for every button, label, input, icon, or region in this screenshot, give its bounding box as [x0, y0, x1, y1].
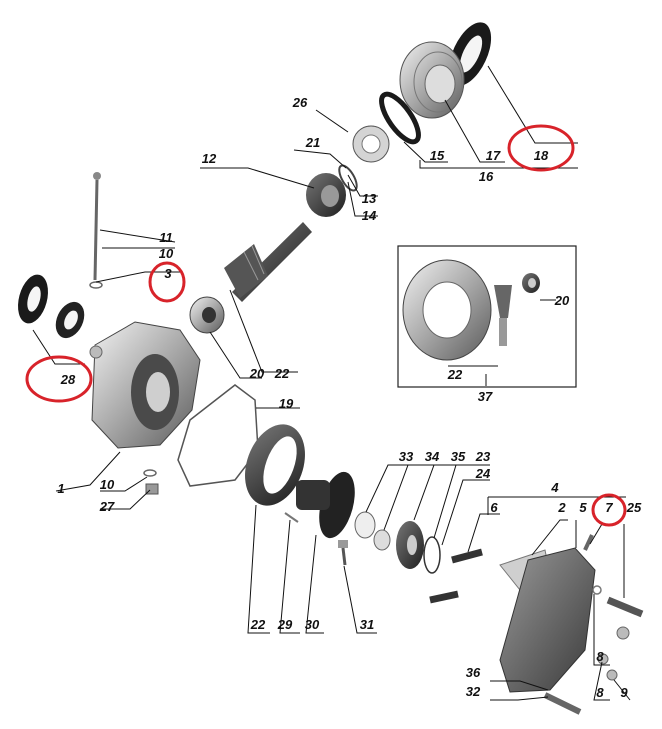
- leader-lines: [32, 65, 631, 701]
- cover-part-5: [499, 547, 596, 693]
- highlight-3: [148, 261, 186, 303]
- washer-part-26: [352, 125, 390, 163]
- label-10-top: 10: [158, 246, 174, 261]
- label-36: 36: [465, 665, 481, 680]
- bolt-part-31: [338, 540, 348, 566]
- label-1: 1: [57, 481, 65, 496]
- label-14: 14: [361, 208, 377, 223]
- pinion-shaft-part-22: [224, 222, 312, 302]
- label-5: 5: [579, 500, 587, 515]
- inset-pinion: [494, 285, 512, 346]
- plug-part-27: [145, 483, 159, 495]
- label-7: 7: [605, 500, 613, 515]
- label-19: 19: [278, 396, 294, 411]
- label-11: 11: [159, 230, 173, 245]
- label-32: 32: [465, 684, 481, 699]
- label-35: 35: [450, 449, 466, 464]
- label-12: 12: [201, 151, 217, 166]
- label-26: 26: [292, 95, 308, 110]
- washer-part-10: [143, 469, 157, 477]
- drum-part-17: [399, 41, 465, 119]
- nut-part-34: [373, 529, 391, 551]
- label-18: 18: [533, 148, 549, 163]
- seal-part-3: [55, 301, 85, 339]
- bearing-part-20-left: [189, 296, 225, 334]
- label-9: 9: [620, 685, 628, 700]
- housing-part-1: [89, 321, 201, 449]
- label-33: 33: [398, 449, 414, 464]
- label-4: 4: [551, 480, 559, 495]
- label-20-left: 20: [249, 366, 265, 381]
- inset-frame-37: [397, 245, 577, 388]
- washer-part-8a: [592, 585, 602, 595]
- label-24: 24: [475, 466, 491, 481]
- label-21: 21: [305, 135, 321, 150]
- highlight-7: [591, 493, 627, 527]
- ring-part-15: [379, 91, 421, 145]
- label-29: 29: [277, 617, 293, 632]
- ring-part-23: [423, 536, 441, 574]
- bolt-part-6: [429, 548, 483, 604]
- label-3: 3: [164, 266, 172, 281]
- label-23: 23: [475, 449, 491, 464]
- nut-part-25b: [616, 626, 630, 640]
- hub-part-30: [296, 471, 355, 539]
- label-2: 2: [558, 500, 566, 515]
- label-6: 6: [490, 500, 498, 515]
- label-31: 31: [359, 617, 375, 632]
- label-22-inset: 22: [447, 367, 463, 382]
- label-15: 15: [429, 148, 445, 163]
- bolt-part-25: [606, 596, 644, 618]
- label-10-bottom: 10: [99, 477, 115, 492]
- dipstick-part-11: [89, 172, 103, 289]
- label-17: 17: [485, 148, 501, 163]
- label-8-top: 8: [596, 649, 604, 664]
- bolt-part-7: [583, 534, 594, 551]
- ring-gear-part-22: [245, 424, 305, 506]
- bolt-part-32: [543, 692, 582, 715]
- bearing-part-35: [396, 521, 424, 569]
- label-30: 30: [304, 617, 320, 632]
- label-13: 13: [361, 191, 377, 206]
- label-34: 34: [424, 449, 440, 464]
- inset-ring-gear: [402, 259, 492, 361]
- nut-part-8b: [597, 653, 609, 665]
- label-16: 16: [478, 169, 494, 184]
- highlight-28: [25, 355, 93, 403]
- label-37: 37: [477, 389, 493, 404]
- highlight-18: [507, 124, 575, 172]
- label-28: 28: [60, 372, 76, 387]
- label-22-pinion: 22: [274, 366, 290, 381]
- label-8-bottom: 8: [596, 685, 604, 700]
- pin-part-29: [284, 512, 299, 523]
- seal-part-28: [18, 274, 48, 324]
- snap-ring-part-13: [338, 164, 358, 192]
- nut-part-9: [606, 669, 618, 681]
- spacer-part-33: [354, 511, 376, 539]
- label-27: 27: [99, 499, 115, 514]
- highlight-circles: [25, 124, 627, 527]
- label-22-ring-gear: 22: [250, 617, 266, 632]
- label-25: 25: [626, 500, 642, 515]
- bearing-part-12: [306, 173, 346, 217]
- label-20-inset: 20: [554, 293, 570, 308]
- inset-bearing-20: [522, 273, 540, 293]
